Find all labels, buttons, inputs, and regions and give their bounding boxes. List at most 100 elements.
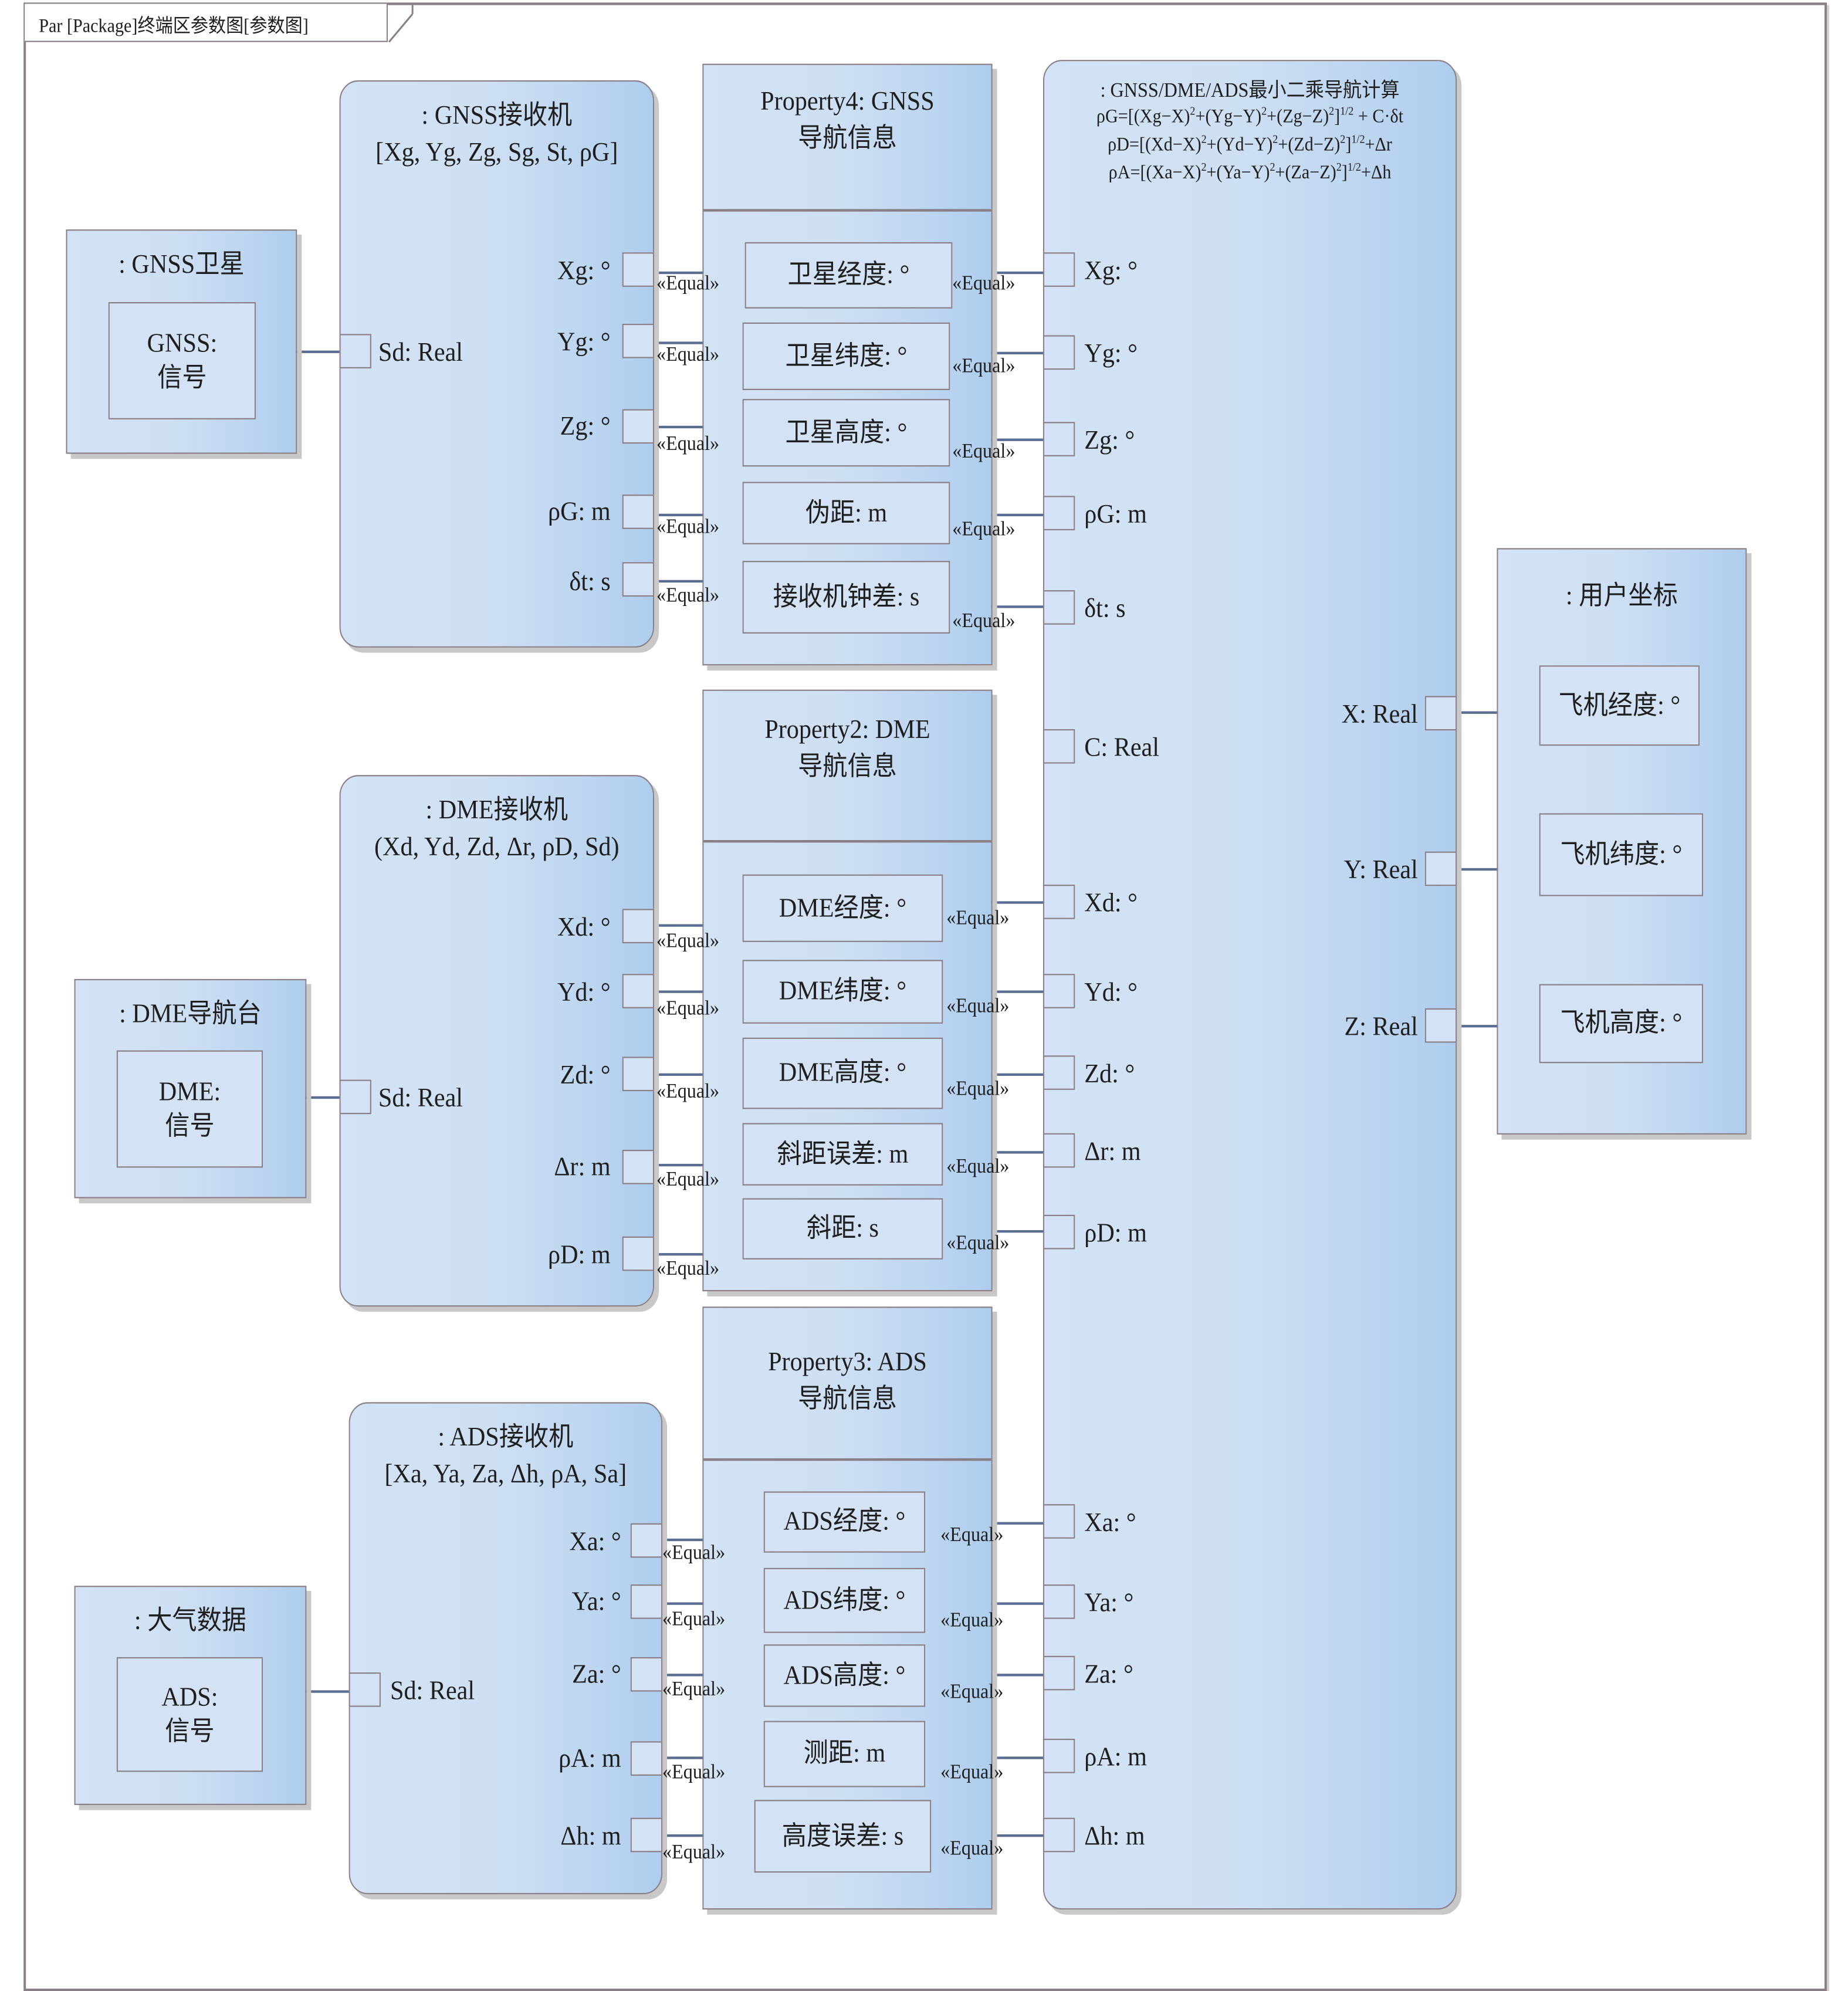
item-label: 接收机钟差: s [773, 581, 920, 612]
port-yd[interactable] [622, 974, 654, 1008]
calc-input-port[interactable] [1043, 729, 1075, 764]
air-data-block[interactable]: : 大气数据 ADS:信号 [74, 1586, 307, 1805]
item-label: DME高度: ° [779, 1057, 907, 1088]
calc-input-port[interactable] [1043, 885, 1075, 919]
block-title: : DME接收机 [425, 794, 568, 825]
calc-input-port[interactable] [1043, 590, 1075, 625]
equal-connector-label: «Equal» [662, 1762, 726, 1784]
calc-input-port[interactable] [1043, 1214, 1075, 1250]
port-sd[interactable] [339, 1079, 371, 1115]
port-rhog[interactable] [622, 495, 654, 529]
wire [655, 1073, 743, 1075]
item-label: 飞机高度: ° [1560, 1007, 1683, 1038]
frame-tab-notch [388, 4, 414, 43]
port-xa[interactable] [630, 1523, 663, 1558]
ads-receiver-block[interactable]: : ADS接收机 [Xa, Ya, Za, Δh, ρA, Sa] [348, 1402, 663, 1895]
property-item[interactable]: 卫星高度: ° [742, 399, 950, 467]
property-item[interactable]: 斜距: s [742, 1198, 943, 1259]
calc-input-port[interactable] [1043, 496, 1075, 530]
property-item[interactable]: 高度误差: s [754, 1800, 932, 1873]
aircraft-altitude-part[interactable]: 飞机高度: ° [1539, 984, 1704, 1064]
equal-connector-label: «Equal» [952, 355, 1016, 378]
dme-signal-part[interactable]: DME:信号 [116, 1050, 263, 1168]
calc-input-port[interactable] [1043, 1655, 1075, 1691]
compartment-divider [703, 209, 991, 211]
port-zd[interactable] [622, 1057, 654, 1092]
calc-input-port[interactable] [1043, 1817, 1075, 1853]
ads-signal-part[interactable]: ADS:信号 [116, 1657, 263, 1772]
equal-connector-label: «Equal» [656, 1081, 720, 1103]
port-za[interactable] [630, 1657, 663, 1692]
wire [943, 901, 1044, 903]
calc-title: : GNSS/DME/ADS最小二乘导航计算 [1100, 80, 1400, 102]
equal-connector-label: «Equal» [952, 610, 1016, 632]
property-item[interactable]: 卫星经度: ° [744, 242, 953, 309]
property-item[interactable]: DME经度: ° [742, 874, 943, 942]
item-label: DME经度: ° [779, 892, 907, 923]
property-item[interactable]: DME纬度: ° [742, 960, 943, 1024]
calc-input-port[interactable] [1043, 1738, 1075, 1773]
property-item[interactable]: ADS经度: ° [763, 1491, 926, 1553]
least-squares-calc-block[interactable]: : GNSS/DME/ADS最小二乘导航计算 ρG=[(Xg−X)2+(Yg−Y… [1043, 60, 1457, 1910]
item-label: 飞机经度: ° [1558, 689, 1681, 720]
calc-input-port[interactable] [1043, 252, 1075, 287]
port-label: ρG: m [548, 496, 611, 527]
port-ya[interactable] [630, 1584, 663, 1619]
item-label: 卫星经度: ° [787, 259, 910, 290]
property-item[interactable]: 卫星纬度: ° [742, 322, 950, 390]
formula-rho-g: ρG=[(Xg−X)2+(Yg−Y)2+(Zg−Z)2]1/2 + C·δt [1096, 104, 1404, 128]
calc-input-port[interactable] [1043, 422, 1075, 456]
property-item[interactable]: 测距: m [763, 1721, 926, 1787]
port-dh[interactable] [630, 1817, 663, 1853]
gnss-signal-part[interactable]: GNSS:信号 [108, 302, 256, 419]
calc-output-port[interactable] [1424, 1008, 1457, 1043]
property-item[interactable]: DME高度: ° [742, 1037, 943, 1109]
calc-input-port[interactable] [1043, 974, 1075, 1008]
calc-input-port[interactable] [1043, 1055, 1075, 1090]
item-label: 测距: m [803, 1738, 886, 1769]
port-label: δt: s [1084, 592, 1126, 624]
port-label: Sd: Real [378, 1082, 463, 1113]
port-rhoa[interactable] [630, 1741, 663, 1776]
aircraft-latitude-part[interactable]: 飞机纬度: ° [1539, 813, 1704, 896]
calc-input-port[interactable] [1043, 335, 1075, 370]
equal-connector-label: «Equal» [952, 519, 1016, 541]
port-dr[interactable] [622, 1150, 654, 1184]
port-zg[interactable] [622, 409, 654, 444]
port-label: Zd: ° [1084, 1058, 1135, 1089]
item-label: ADS经度: ° [783, 1506, 906, 1537]
equal-connector-label: «Equal» [656, 433, 720, 455]
wire [950, 513, 1044, 516]
calc-input-port[interactable] [1043, 1504, 1075, 1539]
calc-output-port[interactable] [1424, 696, 1457, 731]
port-xg[interactable] [622, 252, 654, 287]
port-rhod[interactable] [622, 1236, 654, 1271]
property-item[interactable]: 伪距: m [742, 482, 950, 544]
property-item[interactable]: ADS高度: ° [763, 1644, 926, 1707]
port-yg[interactable] [622, 323, 654, 358]
dme-receiver-block[interactable]: : DME接收机 (Xd, Yd, Zd, Δr, ρD, Sd) [339, 775, 654, 1307]
port-sd[interactable] [339, 334, 371, 368]
item-label: ADS高度: ° [783, 1659, 906, 1691]
property-item[interactable]: ADS纬度: ° [763, 1567, 926, 1633]
dme-station-block[interactable]: : DME导航台 DME:信号 [74, 978, 307, 1198]
gnss-receiver-block[interactable]: : GNSS接收机 [Xg, Yg, Zg, Sg, St, ρG] [339, 80, 654, 648]
property-item[interactable]: 接收机钟差: s [742, 561, 950, 634]
calc-input-port[interactable] [1043, 1584, 1075, 1619]
equal-connector-label: «Equal» [946, 1156, 1010, 1178]
aircraft-longitude-part[interactable]: 飞机经度: ° [1539, 665, 1700, 746]
port-dt[interactable] [622, 562, 654, 597]
calc-output-port[interactable] [1424, 851, 1457, 886]
item-label: DME纬度: ° [779, 976, 907, 1007]
port-xd[interactable] [622, 909, 654, 944]
port-sd[interactable] [348, 1672, 381, 1707]
property-item[interactable]: 斜距误差: m [742, 1123, 943, 1186]
equal-connector-label: «Equal» [662, 1841, 726, 1864]
calc-input-port[interactable] [1043, 1133, 1075, 1168]
gnss-satellite-block[interactable]: : GNSS卫星 GNSS:信号 [66, 229, 297, 454]
equal-connector-label: «Equal» [656, 344, 720, 366]
wire [655, 271, 745, 274]
port-label: ρD: m [1084, 1217, 1147, 1248]
equal-connector-label: «Equal» [656, 273, 720, 294]
